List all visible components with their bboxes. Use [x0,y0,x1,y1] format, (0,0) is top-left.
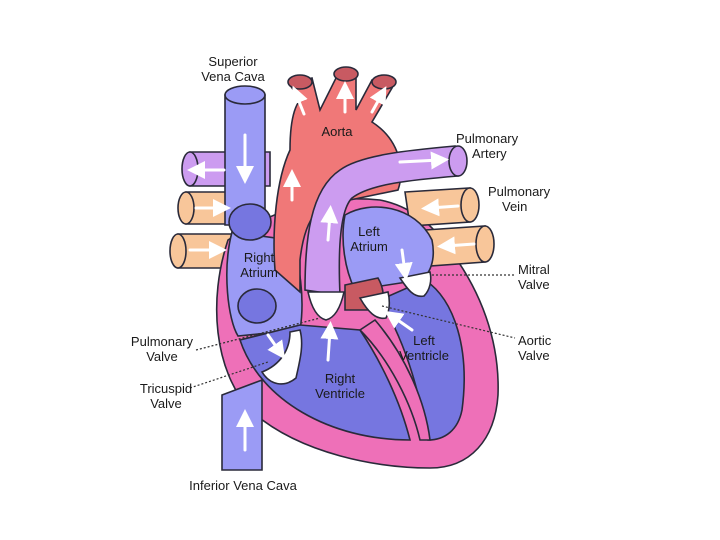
label-left-ventricle-2: Ventricle [399,348,449,363]
label-left-atrium-2: Atrium [350,239,388,254]
label-aortic-valve-2: Valve [518,348,550,363]
label-tricuspid-valve-2: Valve [150,396,182,411]
label-right-atrium-2: Atrium [240,265,278,280]
svc-opening [229,204,271,240]
label-right-ventricle-2: Ventricle [315,386,365,401]
label-left-atrium-1: Left [358,224,380,239]
label-pulmonary-vein-2: Vein [502,199,527,214]
label-pulmonary-vein-1: Pulmonary [488,184,551,199]
label-pulmonary-artery-2: Artery [472,146,507,161]
label-pulmonary-artery-1: Pulmonary [456,131,519,146]
label-pulmonary-valve-1: Pulmonary [131,334,194,349]
label-aorta: Aorta [321,124,353,139]
label-aortic-valve-1: Aortic [518,333,552,348]
label-mitral-valve-2: Valve [518,277,550,292]
label-pulmonary-valve-2: Valve [146,349,178,364]
label-right-ventricle-1: Right [325,371,356,386]
label-superior-vena-cava-2: Vena Cava [201,69,265,84]
label-tricuspid-valve-1: Tricuspid [140,381,192,396]
label-left-ventricle-1: Left [413,333,435,348]
label-right-atrium-1: Right [244,250,275,265]
label-superior-vena-cava-1: Superior [208,54,258,69]
label-inferior-vena-cava: Inferior Vena Cava [189,478,297,493]
inferior-vena-cava [222,380,262,470]
ivc-opening [238,289,276,323]
label-mitral-valve-1: Mitral [518,262,550,277]
